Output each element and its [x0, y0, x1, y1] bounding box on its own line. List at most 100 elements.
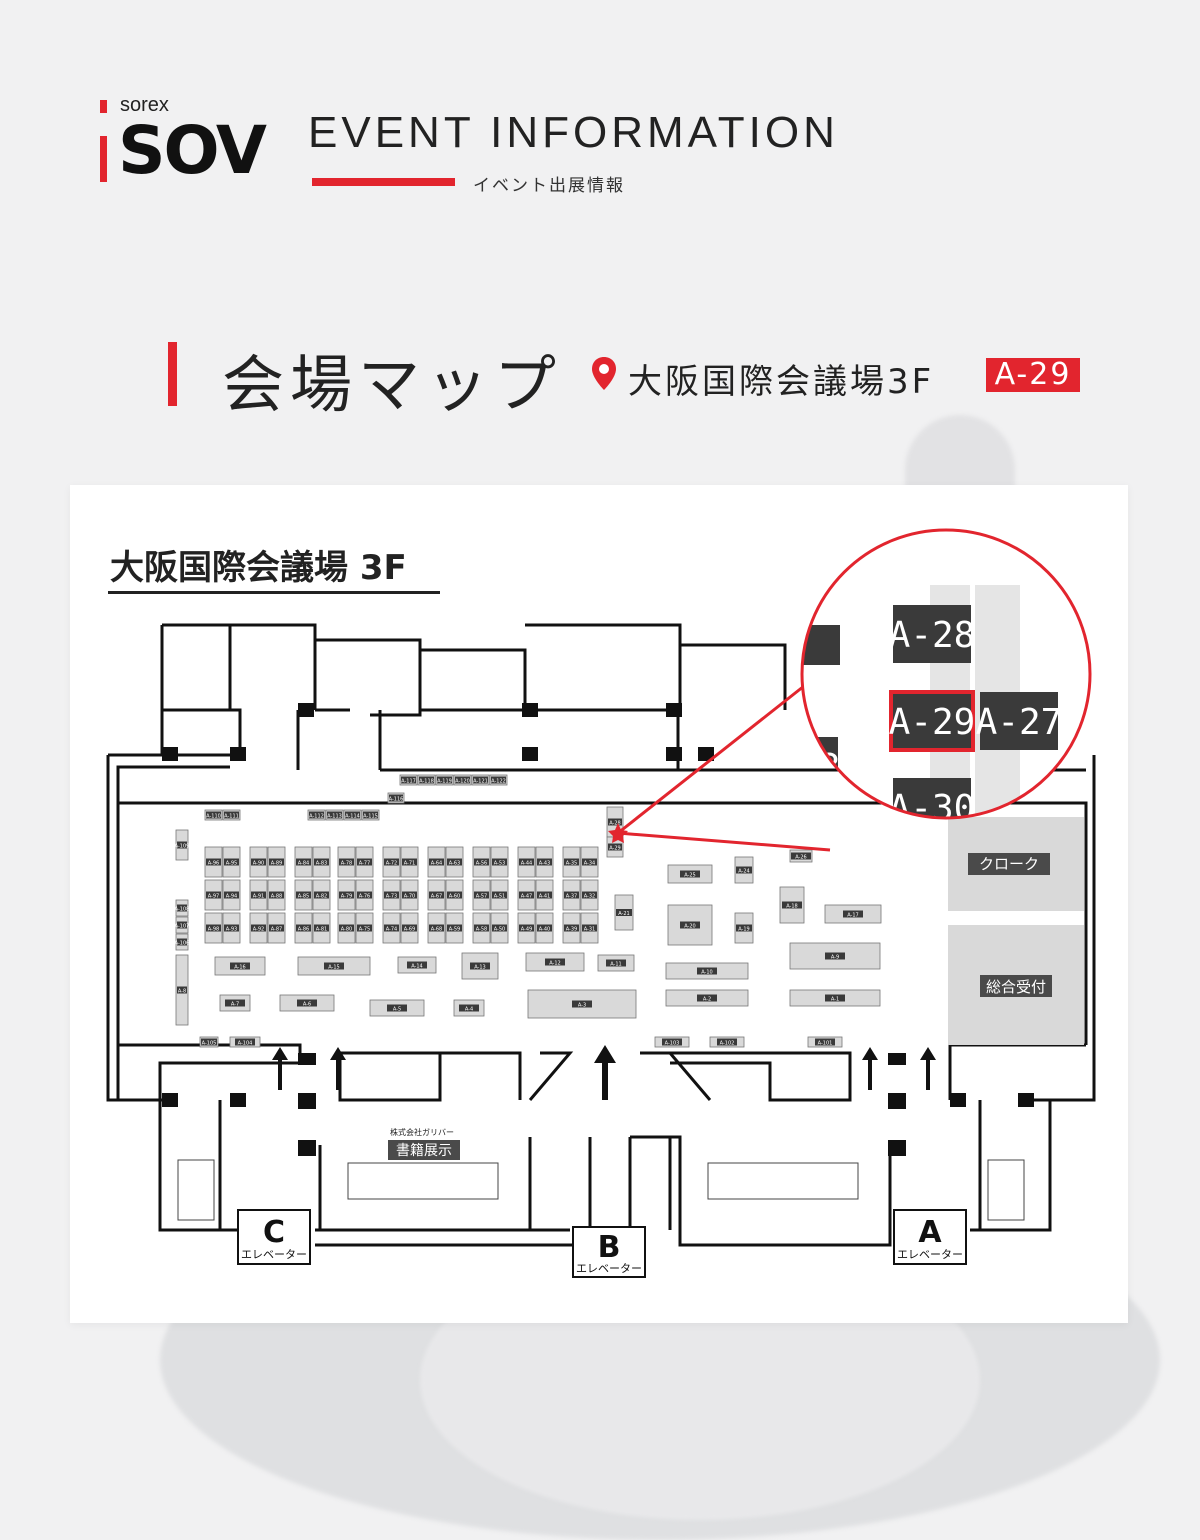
booth-a-6: A-6: [279, 994, 335, 1012]
elevator-label: エレベーター: [576, 1262, 642, 1275]
booth-a-119: A-119: [435, 774, 454, 786]
svg-text:A-73: A-73: [386, 894, 397, 900]
booth-a-34: A-34: [580, 846, 599, 878]
svg-text:A-59: A-59: [449, 927, 460, 933]
svg-text:A-9: A-9: [831, 955, 839, 961]
svg-text:A-97: A-97: [208, 894, 219, 900]
booth-a-109: A-109: [175, 829, 189, 861]
booth-a-51: A-51: [490, 879, 509, 911]
booth-a-96: A-96: [204, 846, 223, 878]
booth-a-31: A-31: [580, 912, 599, 944]
svg-text:A-72: A-72: [386, 861, 397, 867]
booth-a-105: A-105: [199, 1036, 219, 1048]
booth-a-80: A-80: [337, 912, 356, 944]
svg-text:A-101: A-101: [818, 1041, 833, 1047]
map-pin-icon: [590, 356, 618, 396]
svg-text:A-88: A-88: [271, 894, 282, 900]
booth-a-1: A-1: [789, 989, 881, 1007]
booth-a-24: A-24: [734, 856, 754, 884]
logo-word: SOV: [118, 112, 267, 189]
booth-a-103: A-103: [654, 1036, 690, 1048]
booth-a-114: A-114: [343, 809, 362, 821]
svg-text:A-10: A-10: [701, 970, 712, 976]
event-title: EVENT INFORMATION: [308, 108, 839, 157]
svg-text:A-81: A-81: [316, 927, 327, 933]
section-accent-bar: [168, 342, 177, 406]
booth-a-35: A-35: [562, 846, 581, 878]
booth-a-107: A-107: [175, 916, 189, 934]
svg-text:A-3: A-3: [578, 1003, 586, 1009]
booth-a-57: A-57: [472, 879, 491, 911]
books-label-bg: [388, 1140, 460, 1160]
svg-text:A-28: A-28: [609, 821, 620, 827]
booth-badge: A-29: [986, 358, 1080, 392]
reception-label: 総合受付: [986, 978, 1046, 996]
svg-text:A-39: A-39: [566, 927, 577, 933]
svg-text:A-70: A-70: [404, 894, 415, 900]
svg-text:A-24: A-24: [738, 869, 749, 875]
svg-text:A-20: A-20: [684, 924, 695, 930]
svg-text:A-47: A-47: [521, 894, 532, 900]
booth-a-2: A-2: [665, 989, 749, 1007]
booth-a-39: A-39: [562, 912, 581, 944]
booth-a-90: A-90: [249, 846, 268, 878]
logo-small-text: sorex: [120, 94, 169, 116]
elevator-b: B エレベーター: [572, 1226, 646, 1278]
booth-a-49: A-49: [517, 912, 536, 944]
booth-a-98: A-98: [204, 912, 223, 944]
booth-a-88: A-88: [267, 879, 286, 911]
booth-a-60: A-60: [445, 879, 464, 911]
svg-text:A-114: A-114: [345, 814, 360, 820]
booth-a-3: A-3: [527, 989, 637, 1019]
booth-a-93: A-93: [222, 912, 241, 944]
svg-text:A-40: A-40: [539, 927, 550, 933]
booth-a-122: A-122: [489, 774, 508, 786]
booth-a-101: A-101: [807, 1036, 843, 1048]
booth-a-116: A-116: [387, 792, 405, 804]
booth-a-95: A-95: [222, 846, 241, 878]
svg-text:A-64: A-64: [431, 861, 442, 867]
svg-text:A-78: A-78: [341, 861, 352, 867]
booth-a-18: A-18: [779, 886, 805, 924]
booth-a-72: A-72: [382, 846, 401, 878]
booth-a-25: A-25: [667, 864, 713, 884]
svg-text:A-6: A-6: [303, 1002, 311, 1008]
booth-a-7: A-7: [219, 994, 251, 1012]
svg-text:A-28: A-28: [889, 615, 976, 656]
booth-a-82: A-82: [312, 879, 331, 911]
svg-text:A-7: A-7: [231, 1002, 239, 1008]
svg-text:A-44: A-44: [521, 861, 532, 867]
booth-a-108: A-108: [175, 899, 189, 917]
booth-a-76: A-76: [355, 879, 374, 911]
svg-text:A-63: A-63: [449, 861, 460, 867]
booth-a-121: A-121: [471, 774, 490, 786]
cloak-label: クローク: [968, 853, 1050, 875]
booth-a-43: A-43: [535, 846, 554, 878]
elevator-letter: A: [918, 1215, 942, 1250]
svg-text:A-16: A-16: [234, 965, 245, 971]
svg-text:A-17: A-17: [847, 913, 858, 919]
map-title: 大阪国際会議場 3F: [110, 548, 407, 588]
svg-text:A-29: A-29: [609, 846, 620, 852]
booth-a-5: A-5: [369, 999, 425, 1017]
svg-text:A-41: A-41: [539, 894, 550, 900]
booth-a-81: A-81: [312, 912, 331, 944]
svg-text:A-113: A-113: [327, 814, 342, 820]
svg-text:A-56: A-56: [476, 861, 487, 867]
svg-text:A-103: A-103: [665, 1041, 680, 1047]
booth-a-102: A-102: [709, 1036, 745, 1048]
booth-a-78: A-78: [337, 846, 356, 878]
booth-a-87: A-87: [267, 912, 286, 944]
booth-a-111: A-111: [222, 809, 241, 821]
booth-a-58: A-58: [472, 912, 491, 944]
booth-a-19: A-19: [734, 912, 754, 944]
reception-label-bg: [980, 975, 1052, 997]
svg-text:A-112: A-112: [309, 814, 324, 820]
svg-text:A-119: A-119: [437, 779, 452, 785]
booth-a-112: A-112: [307, 809, 326, 821]
booth-a-84: A-84: [294, 846, 313, 878]
brand-logo: sorex SOV: [98, 94, 268, 206]
booth-a-47: A-47: [517, 879, 536, 911]
svg-text:A-91: A-91: [253, 894, 264, 900]
booth-a-75: A-75: [355, 912, 374, 944]
